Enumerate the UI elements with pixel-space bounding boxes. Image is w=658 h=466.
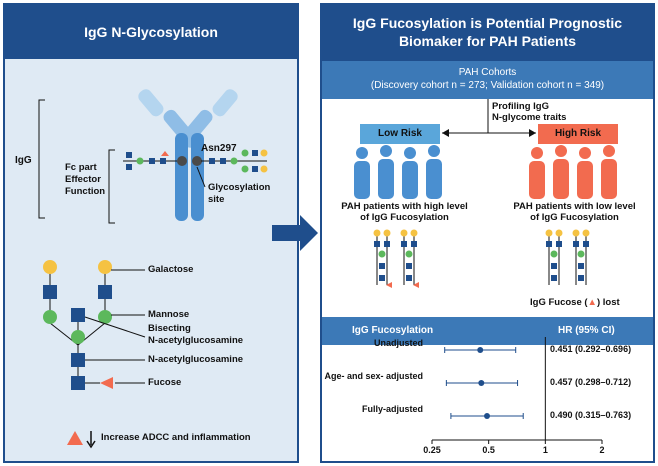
igg-label: IgG xyxy=(15,155,32,166)
profiling-label: Profiling IgG N-glycome traits xyxy=(492,101,567,123)
fc-part-label: Fc part Effector Function xyxy=(65,162,106,197)
risk-diagram xyxy=(354,99,617,288)
forest-row-label: Unadjusted xyxy=(373,338,423,348)
left-panel-title: IgG N-Glycosylation xyxy=(5,5,297,59)
bisecting-label: Bisecting N-acetylglucosamine xyxy=(148,323,244,346)
x-tick-label: 2 xyxy=(599,445,605,455)
right-panel: IgG Fucosylation is Potential Prognostic… xyxy=(320,3,655,463)
low-risk-badge: Low Risk xyxy=(360,124,440,144)
nacetyl-label: N-acetylglucosamine xyxy=(148,354,244,365)
x-tick-label: 1 xyxy=(542,445,548,455)
low-risk-description: PAH patients with high level of IgG Fuco… xyxy=(341,201,468,223)
x-tick-label: 0.25 xyxy=(423,445,441,455)
adcc-note: Increase ADCC and inflammation xyxy=(101,432,251,443)
galactose-label: Galactose xyxy=(148,264,194,275)
fucose-label: Fucose xyxy=(148,377,182,388)
cohort-detail: (Discovery cohort n = 273; Validation co… xyxy=(370,80,605,91)
pah-cohorts-banner: PAH Cohorts (Discovery cohort n = 273; V… xyxy=(322,61,653,99)
hr-ci-header: HR (95% CI) xyxy=(558,325,615,336)
hr-point xyxy=(484,413,491,419)
forest-table-header: IgG Fucosylation HR (95% CI) xyxy=(322,317,653,345)
forest-row-label: Age- and sex- adjusted xyxy=(324,371,423,381)
high-risk-glycans xyxy=(545,229,590,285)
fucose-triangle-icon: ▲ xyxy=(587,297,597,308)
forest-row-label: Fully-adjusted xyxy=(361,404,423,414)
asn297-label: Asn297 xyxy=(201,143,237,154)
cohort-title: PAH Cohorts xyxy=(458,67,517,78)
fucosylation-header: IgG Fucosylation xyxy=(352,325,434,336)
low-risk-people xyxy=(354,145,442,199)
glycan-legend-structure xyxy=(43,260,146,449)
igg-antibody-diagram xyxy=(38,89,268,449)
low-risk-glycans xyxy=(373,229,419,288)
hr-value: 0.451 (0.292–0.696) xyxy=(550,344,632,354)
right-panel-title: IgG Fucosylation is Potential Prognostic… xyxy=(322,5,653,61)
high-risk-people xyxy=(529,145,617,199)
hr-point xyxy=(477,347,484,353)
glycosylation-site-label: Glycosylation site xyxy=(208,182,271,205)
mannose-label: Mannose xyxy=(148,309,190,320)
high-risk-description: PAH patients with low level of IgG Fucos… xyxy=(513,201,636,223)
high-risk-badge: High Risk xyxy=(538,124,618,144)
hr-value: 0.457 (0.298–0.712) xyxy=(550,377,632,387)
hr-point xyxy=(478,380,485,386)
fucose-lost-label: IgG Fucose (▲) lost xyxy=(530,297,620,308)
x-tick-label: 0.5 xyxy=(482,445,495,455)
left-panel: IgG N-Glycosylation xyxy=(3,3,299,463)
forest-plot xyxy=(431,337,603,444)
hr-value: 0.490 (0.315–0.763) xyxy=(550,410,632,420)
